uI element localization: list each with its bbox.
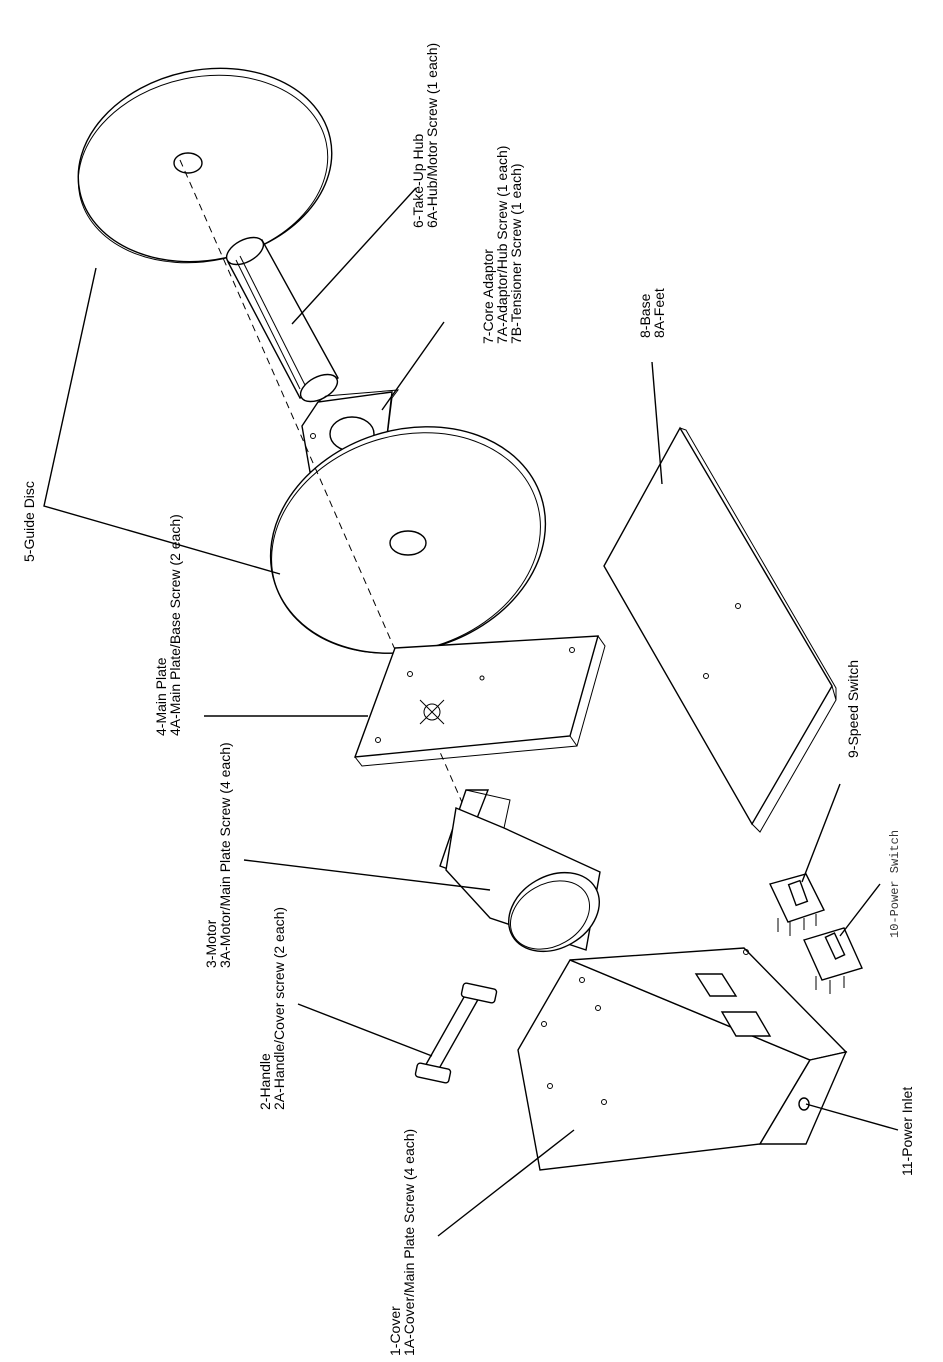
- label-handle-line1: 2-Handle: [257, 1053, 273, 1110]
- base-drawing: [603, 426, 837, 833]
- leader-power-inlet: [805, 1103, 899, 1131]
- label-core-adaptor: 7-Core Adaptor 7A-Adaptor/Hub Screw (1 e…: [480, 146, 524, 344]
- label-base: 8-Base 8A-Feet: [637, 288, 667, 338]
- take-up-hub-drawing: [225, 236, 339, 403]
- speed-switch-drawing: [769, 873, 825, 936]
- label-motor-line2: 3A-Motor/Main Plate Screw (4 each): [217, 742, 233, 968]
- label-cover: 1-Cover 1A-Cover/Main Plate Screw (4 eac…: [387, 1129, 417, 1356]
- label-take-up-hub-line1: 6-Take-Up Hub: [410, 134, 426, 228]
- label-speed-switch: 9-Speed Switch: [845, 660, 861, 758]
- label-core-adaptor-line1: 7-Core Adaptor: [480, 249, 496, 344]
- label-base-line1: 8-Base: [637, 293, 653, 338]
- label-core-adaptor-line2: 7A-Adaptor/Hub Screw (1 each): [494, 146, 510, 344]
- label-handle: 2-Handle 2A-Handle/Cover screw (2 each): [257, 907, 287, 1110]
- leader-power-switch: [839, 883, 881, 937]
- label-take-up-hub: 6-Take-Up Hub 6A-Hub/Motor Screw (1 each…: [410, 43, 440, 228]
- leader-take-up-hub: [291, 187, 417, 325]
- guide-disc-upper-drawing: [77, 67, 333, 264]
- label-main-plate: 4-Main Plate 4A-Main Plate/Base Screw (2…: [153, 514, 183, 736]
- label-guide-disc: 5-Guide Disc: [21, 481, 37, 562]
- label-power-switch: 10-Power Switch: [888, 830, 902, 938]
- label-take-up-hub-line2: 6A-Hub/Motor Screw (1 each): [424, 43, 440, 228]
- label-core-adaptor-line3: 7B-Tensioner Screw (1 each): [508, 163, 524, 344]
- label-main-plate-line1: 4-Main Plate: [153, 657, 169, 736]
- label-power-inlet: 11-Power Inlet: [899, 1087, 915, 1176]
- power-switch-drawing: [803, 927, 863, 994]
- label-cover-line1: 1-Cover: [387, 1306, 403, 1356]
- guide-disc-lower-drawing: [269, 426, 547, 654]
- leader-motor: [243, 859, 491, 891]
- leader-cover: [437, 1129, 575, 1237]
- label-speed-switch-text: 9-Speed Switch: [845, 660, 861, 758]
- motor-drawing: [439, 789, 601, 953]
- label-power-switch-text: 10-Power Switch: [888, 830, 902, 938]
- leader-guide-disc: [43, 267, 281, 575]
- label-handle-line2: 2A-Handle/Cover screw (2 each): [271, 907, 287, 1110]
- leader-speed-switch: [801, 783, 841, 883]
- label-main-plate-line2: 4A-Main Plate/Base Screw (2 each): [167, 514, 183, 736]
- label-power-inlet-text: 11-Power Inlet: [899, 1087, 915, 1176]
- label-base-line2: 8A-Feet: [651, 288, 667, 338]
- label-motor-line1: 3-Motor: [203, 919, 219, 968]
- leader-handle: [297, 1003, 433, 1057]
- main-plate-drawing: [353, 635, 606, 767]
- cover-drawing: [517, 947, 848, 1171]
- handle-drawing: [414, 982, 498, 1084]
- label-cover-line2: 1A-Cover/Main Plate Screw (4 each): [401, 1129, 417, 1356]
- label-motor: 3-Motor 3A-Motor/Main Plate Screw (4 eac…: [203, 742, 233, 968]
- label-guide-disc-text: 5-Guide Disc: [21, 481, 37, 562]
- leader-base: [651, 361, 663, 485]
- leader-core-adaptor: [381, 321, 445, 411]
